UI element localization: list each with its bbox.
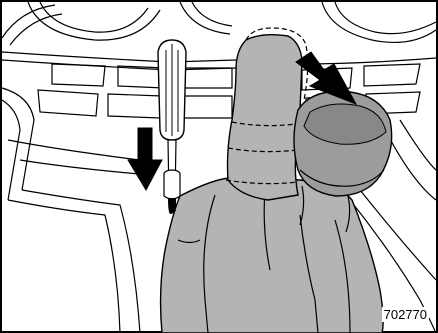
- figure-reference-number: 702770: [382, 307, 429, 322]
- shift-lever-cover: [228, 35, 303, 200]
- screwdriver-icon: [158, 40, 186, 214]
- dashboard-gauges: [2, 2, 436, 45]
